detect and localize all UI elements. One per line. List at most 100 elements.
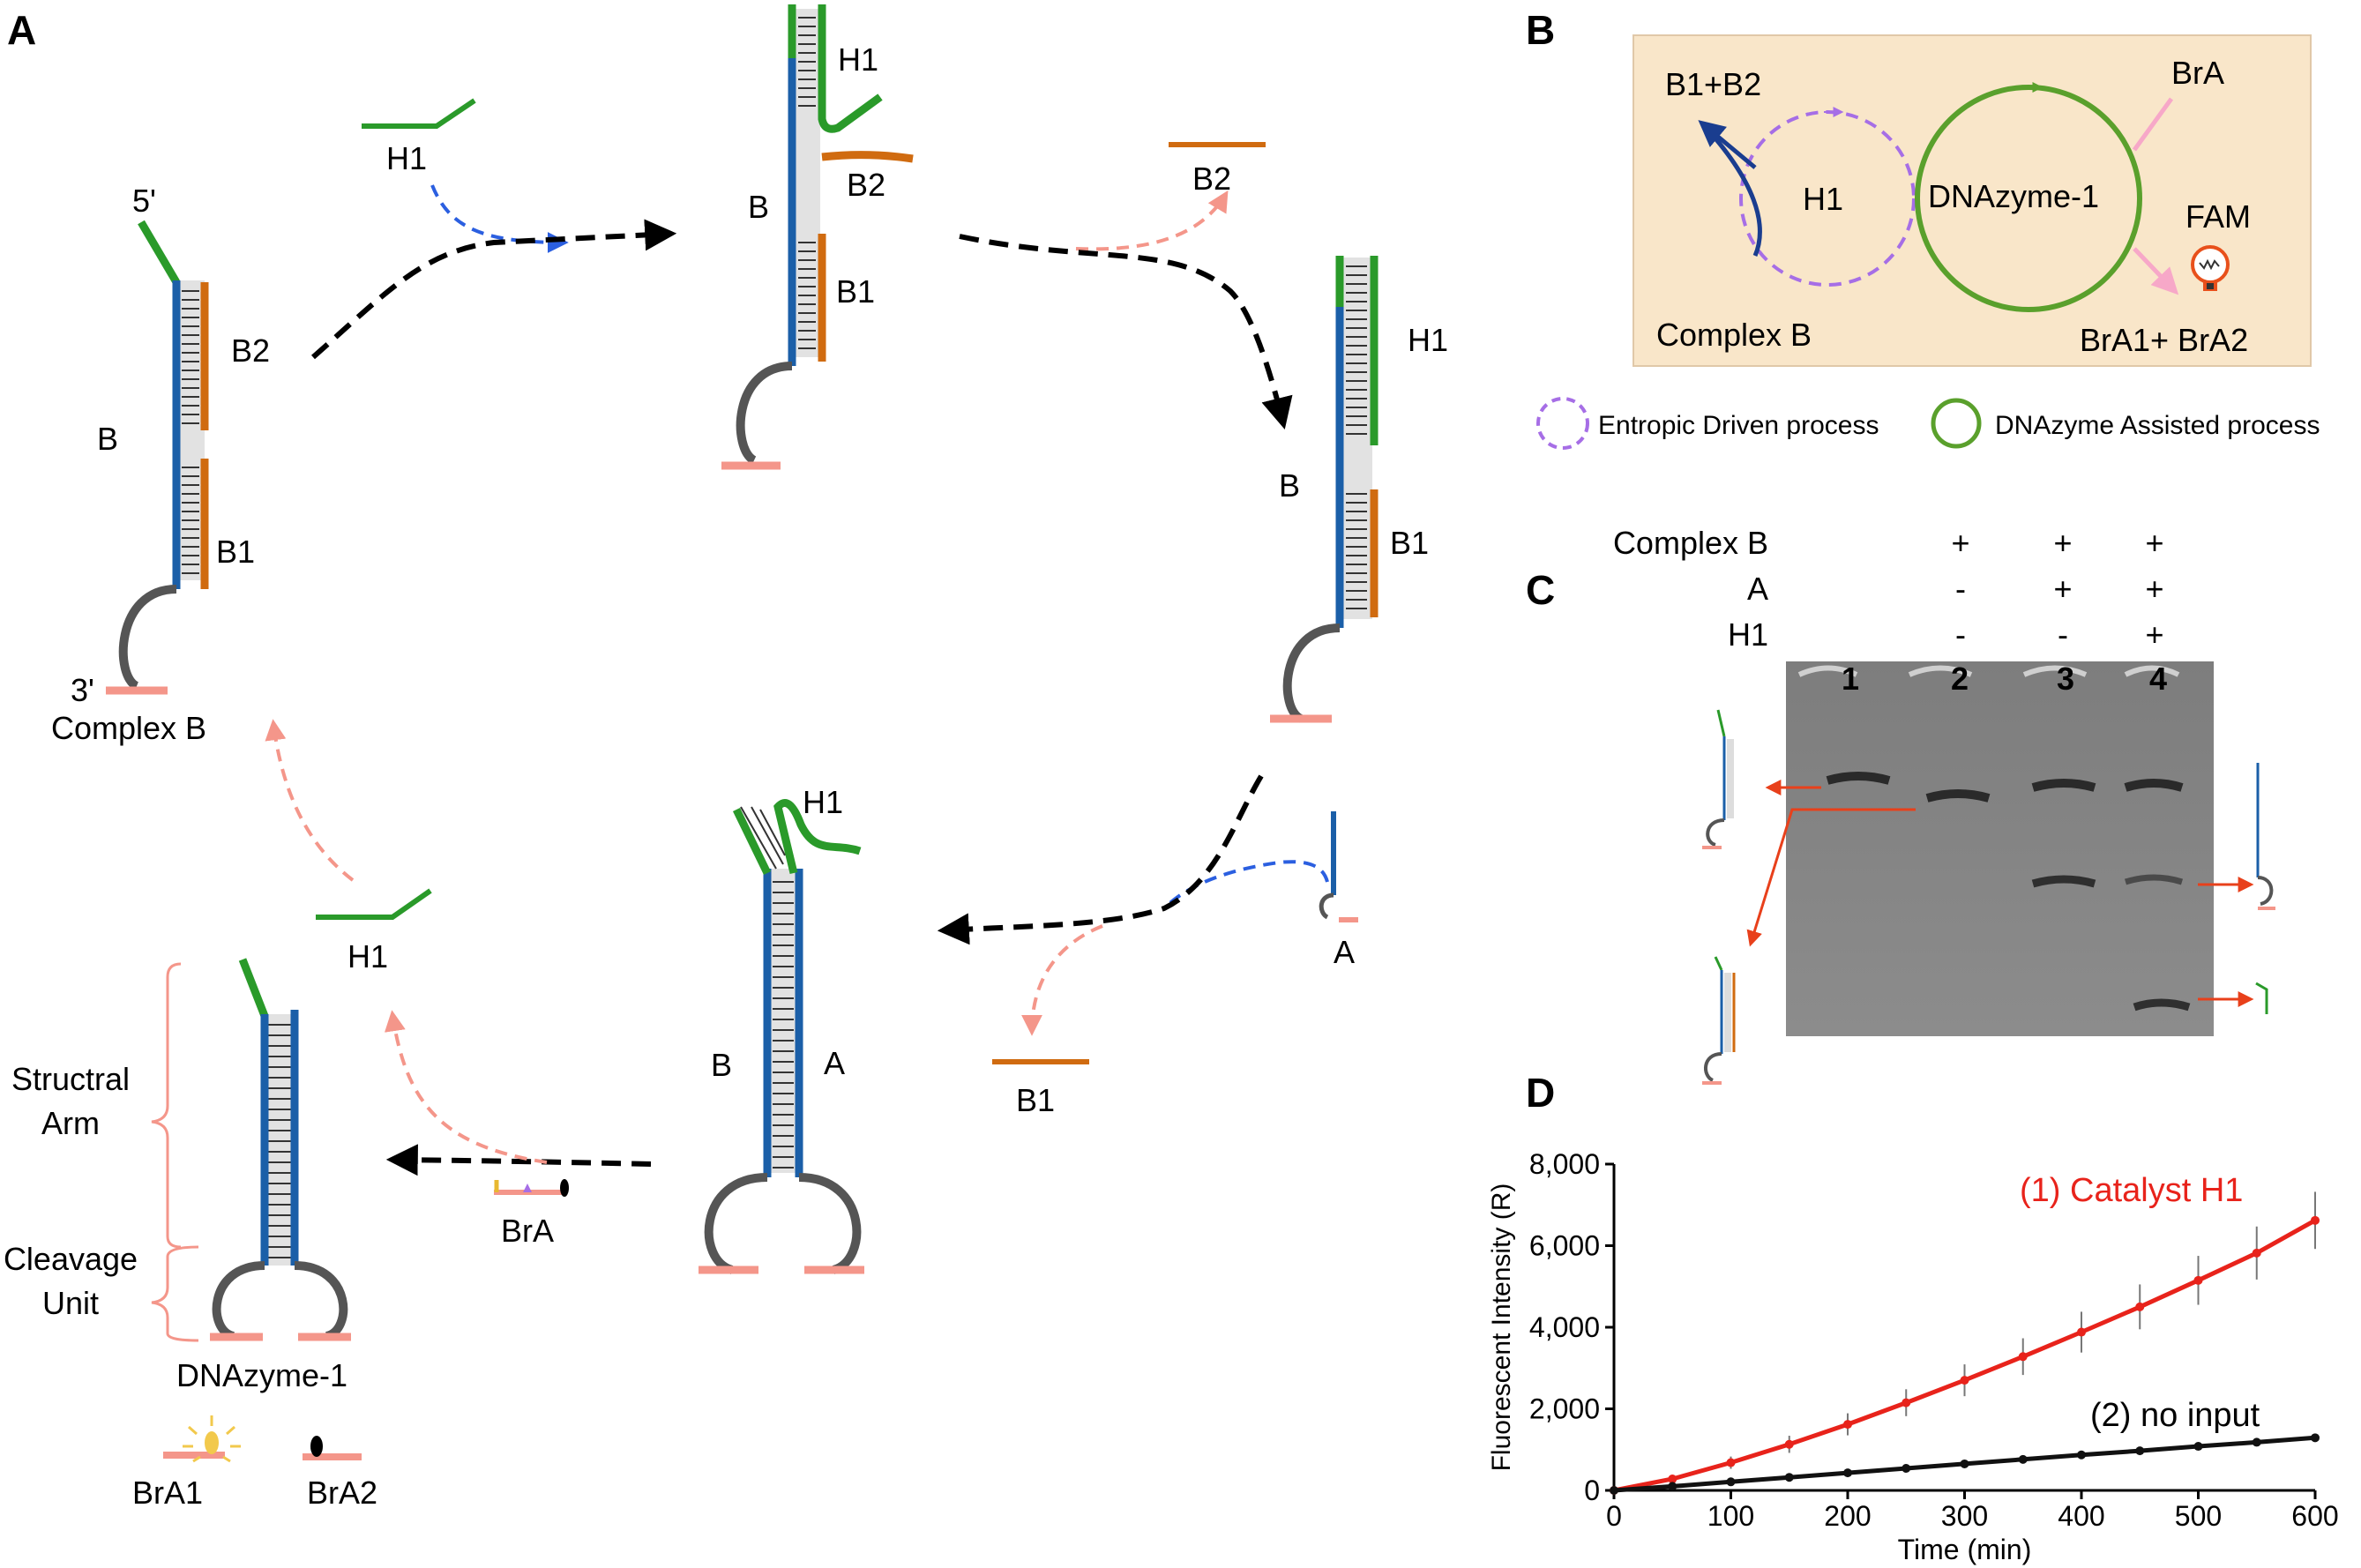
data-point: [2077, 1327, 2086, 1337]
data-point: [1902, 1398, 1911, 1407]
h1-recycled-strand: [316, 888, 432, 920]
step4-h1-label: H1: [803, 784, 843, 820]
products-output-arrow: [2133, 247, 2179, 295]
cleavage-unit-brace: [151, 1245, 199, 1342]
data-point: [2135, 1446, 2145, 1456]
step4-b-label: B: [711, 1047, 732, 1083]
data-point: [2018, 1454, 2028, 1464]
complex-b-regeneration-arrow: [265, 719, 355, 882]
data-point: [2193, 1442, 2203, 1452]
y-tick-label: 6,000: [1529, 1230, 1600, 1262]
row-label: H1: [1728, 616, 1768, 653]
row-label: A: [1747, 571, 1768, 607]
bra1-label: BrA1: [132, 1475, 203, 1511]
step4-structure: [699, 799, 864, 1274]
step3-b1-label: B1: [1390, 525, 1429, 561]
data-point: [2252, 1248, 2261, 1258]
row-value: -: [2058, 616, 2068, 653]
data-point: [1902, 1464, 1911, 1474]
data-point: [2311, 1433, 2320, 1443]
b-bra-label: BrA: [2171, 55, 2224, 91]
step2-arrow: [959, 234, 1293, 429]
panel-b-box: [1633, 34, 2312, 367]
gel-image: [1786, 661, 2214, 1036]
b-dnazyme-label: DNAzyme-1: [1928, 178, 2099, 214]
row-value: +: [2053, 571, 2072, 607]
data-point: [1784, 1439, 1794, 1449]
legend-entropic-icon: [1536, 397, 1589, 450]
legend-entropic-label: Entropic Driven process: [1598, 411, 1879, 440]
condition-table: Complex B + + + A - + + H1 - - +: [1613, 525, 2164, 653]
data-point: [1726, 1477, 1736, 1487]
row-value: +: [2145, 571, 2163, 607]
step2-b-label: B: [748, 189, 769, 225]
complex-b-strand-label: B: [97, 421, 118, 457]
complex-b-5prime: 5': [132, 183, 156, 219]
b-complex-b-label: Complex B: [1656, 317, 1812, 353]
x-tick-label: 0: [1606, 1500, 1622, 1532]
legend-dnazyme-label: DNAzyme Assisted process: [1995, 411, 2320, 440]
b2-released-label: B2: [1192, 161, 1231, 197]
y-tick-label: 2,000: [1529, 1393, 1600, 1425]
step2-b1-label: B1: [836, 273, 875, 310]
row-value: -: [1955, 616, 1966, 653]
y-tick-label: 8,000: [1529, 1148, 1600, 1180]
b1-released-label: B1: [1016, 1082, 1055, 1118]
b1-release-arrow: [1021, 924, 1103, 1036]
x-tick-label: 300: [1941, 1500, 1988, 1532]
b-fam-label: FAM: [2185, 198, 2251, 235]
row-label: Complex B: [1613, 525, 1768, 561]
structural-arm-brace: [151, 962, 182, 1249]
h1-recycled-label: H1: [347, 938, 388, 974]
data-point: [2077, 1450, 2086, 1460]
product-band-arrow: [1746, 808, 1916, 947]
b-b1b2-label: B1+B2: [1665, 66, 1761, 102]
lane-1-label: 1: [1842, 661, 1859, 697]
data-point: [2135, 1302, 2145, 1311]
h1-free-label: H1: [386, 140, 427, 176]
bra-label: BrA: [501, 1213, 554, 1249]
bra-input-line: [2132, 97, 2174, 152]
data-point: [1668, 1475, 1677, 1484]
legend-dnazyme-icon: [1931, 398, 1982, 449]
row-value: +: [1951, 525, 1969, 561]
b-h1-label: H1: [1803, 181, 1843, 217]
data-point: [2311, 1215, 2320, 1225]
lane-3-label: 3: [2057, 661, 2074, 697]
x-tick-label: 600: [2291, 1500, 2338, 1532]
h1-recycle-arrow: [384, 1010, 548, 1164]
b-products-label: BrA1+ BrA2: [2080, 322, 2248, 358]
bra2-product: [303, 1436, 362, 1460]
series-line: [1613, 1218, 2317, 1493]
h1-binding-arrow: [430, 184, 569, 253]
input-a-binding-arrow: [1162, 860, 1329, 910]
row-value: -: [1955, 571, 1966, 607]
step4-a-label: A: [824, 1045, 845, 1081]
step4-arrow: [385, 1144, 652, 1176]
complex-b-name: Complex B: [51, 710, 206, 746]
data-point: [2018, 1352, 2028, 1362]
data-point: [1960, 1376, 1969, 1385]
data-point: [2252, 1437, 2261, 1447]
step1-arrow: [311, 219, 677, 360]
step3-b-label: B: [1279, 467, 1300, 504]
gel-product-icon: [1702, 956, 1736, 1085]
x-tick-label: 400: [2058, 1500, 2104, 1532]
lane-4-label: 4: [2149, 661, 2167, 697]
panel-d-label: D: [1526, 1070, 1555, 1116]
y-axis-title: Fluorescent Intensity (R): [1487, 1183, 1516, 1472]
y-tick-label: 4,000: [1529, 1311, 1600, 1343]
gel-h1-icon: [2255, 982, 2268, 1014]
gel-complex-b-icon: [1702, 709, 1734, 849]
input-a-strand: [1319, 811, 1358, 922]
dnazyme-structure: [210, 958, 351, 1341]
complex-b-b2-label: B2: [231, 332, 270, 369]
b1b2-output-arrow: [1698, 120, 1757, 169]
dnazyme-name: DNAzyme-1: [176, 1357, 347, 1393]
step3-arrow: [937, 774, 1264, 945]
data-point: [1610, 1486, 1618, 1495]
fam-bulb-icon: [2191, 245, 2230, 291]
step2-h1-label: H1: [838, 41, 878, 78]
